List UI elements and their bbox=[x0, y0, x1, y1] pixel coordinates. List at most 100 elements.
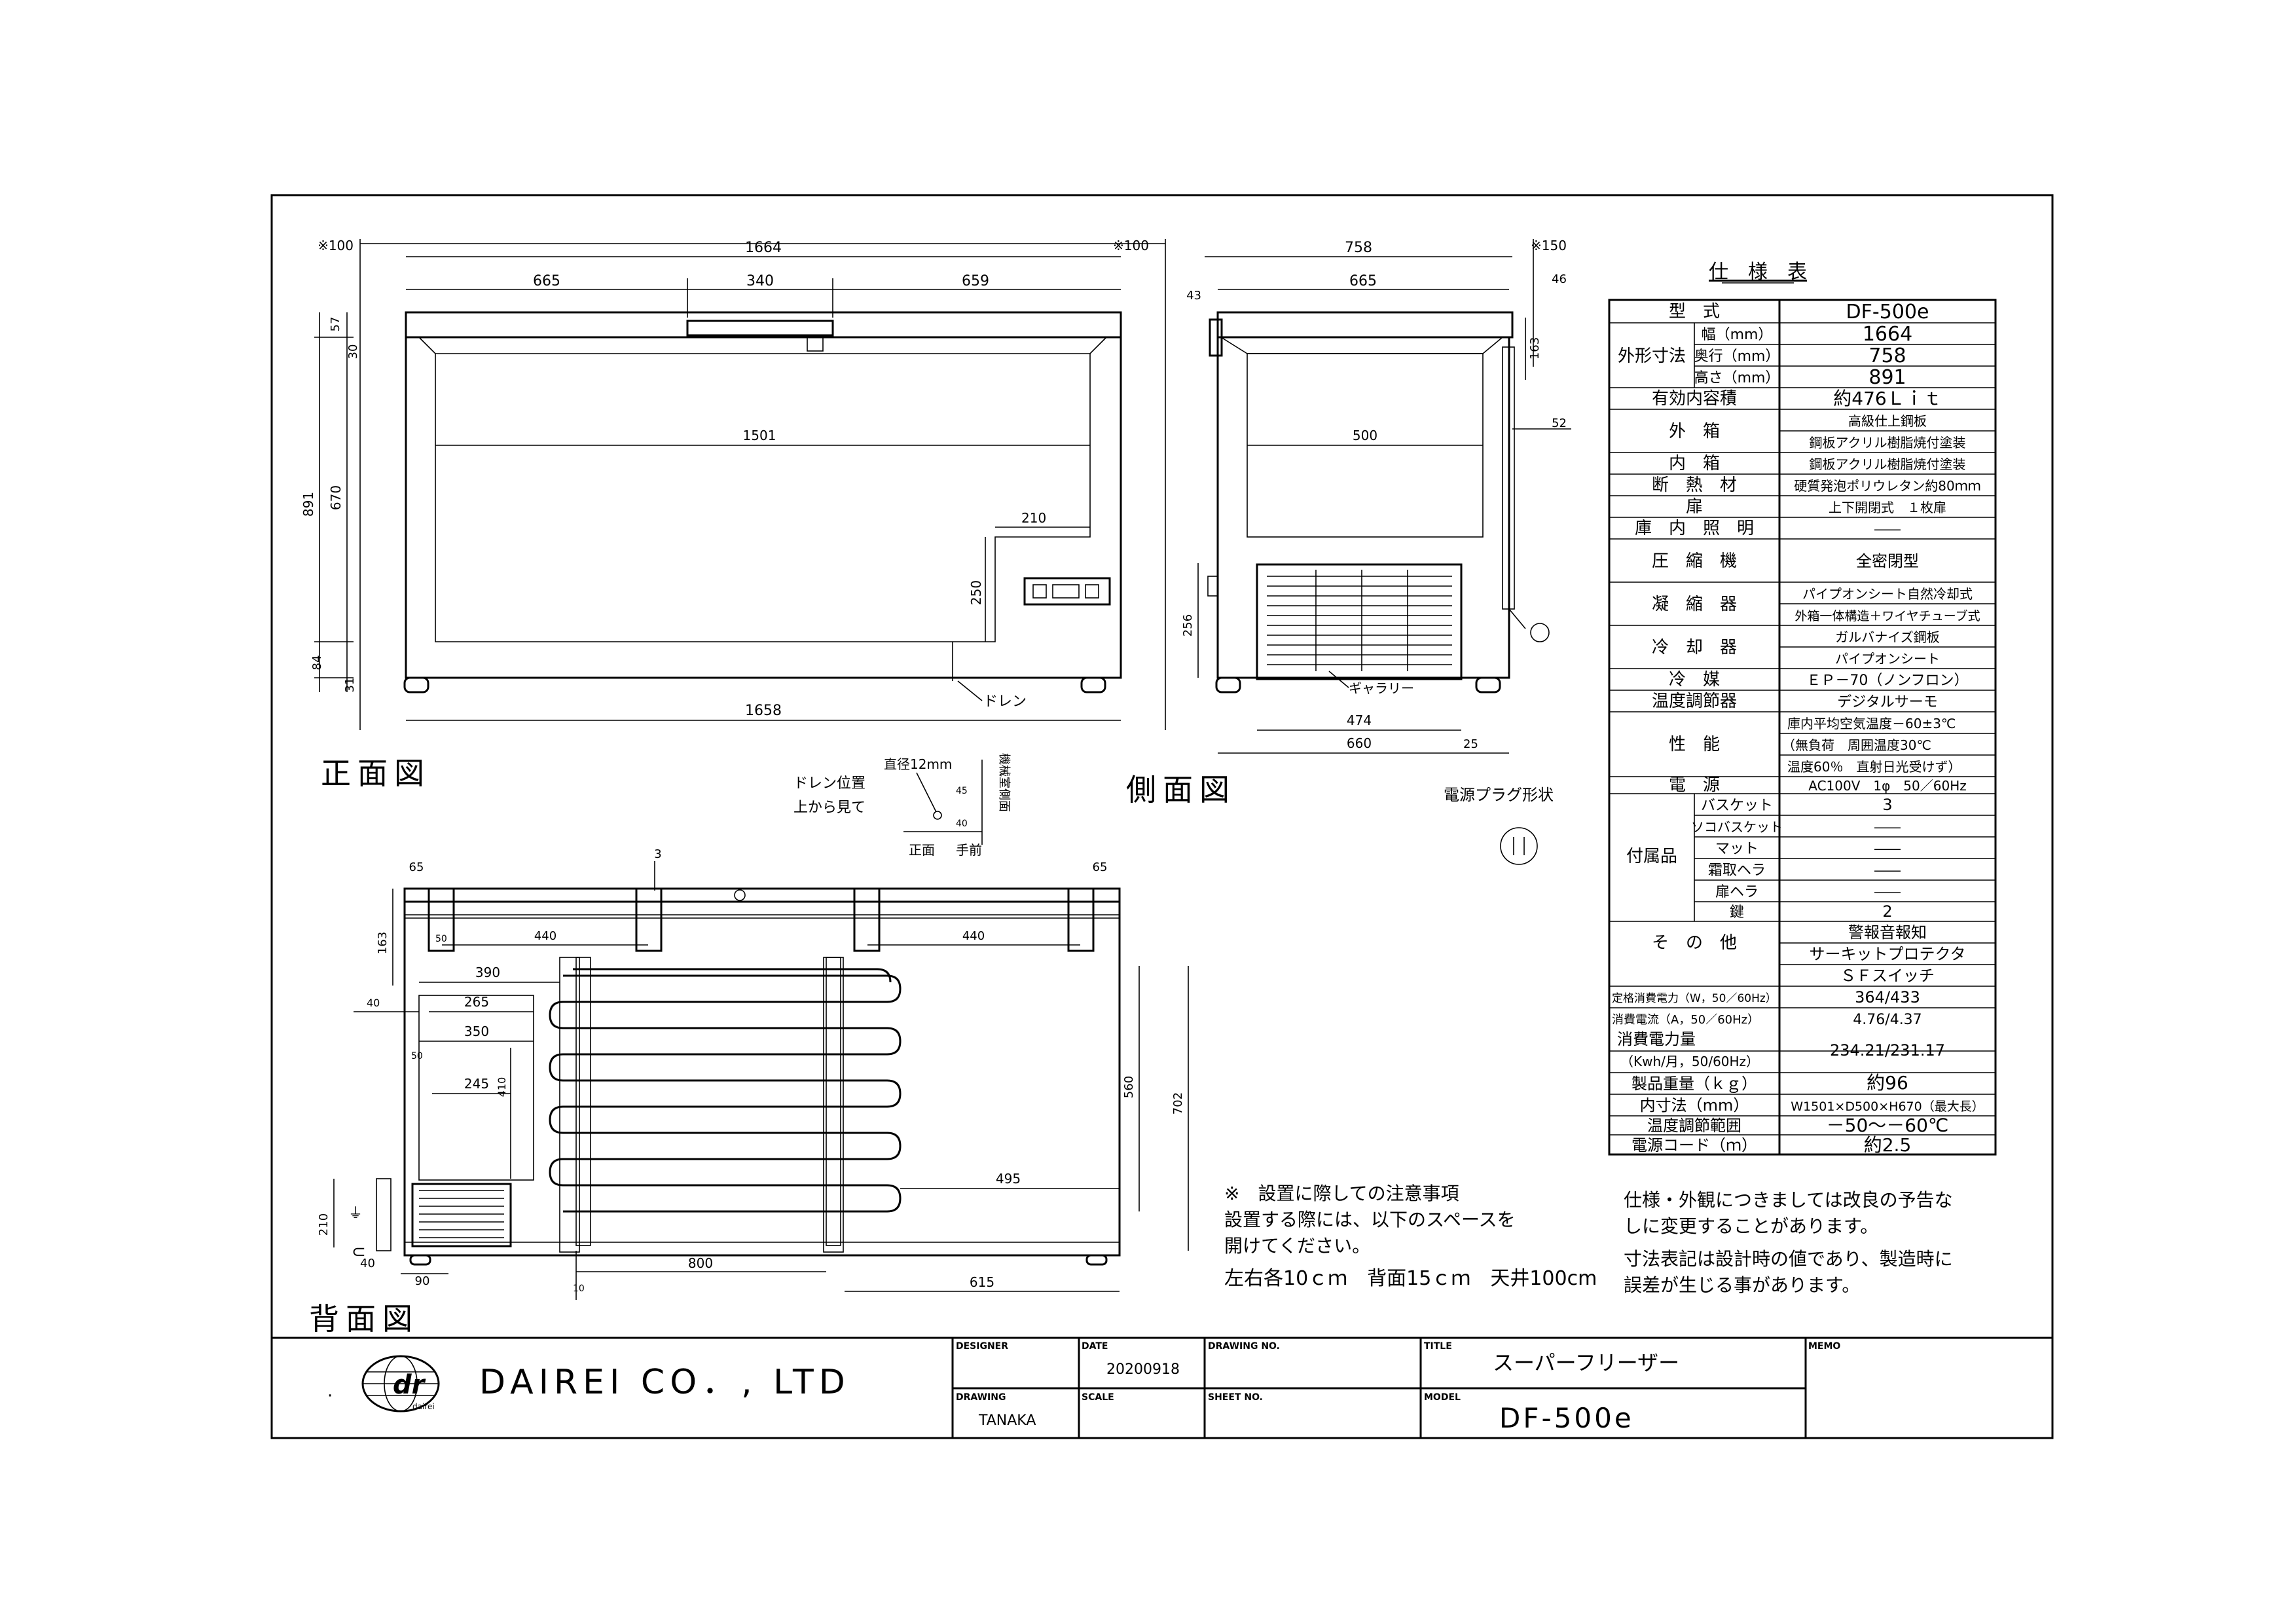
title-value: スーパーフリーザー bbox=[1493, 1350, 1679, 1375]
drain-hole-icon bbox=[933, 811, 942, 820]
condenser-coil bbox=[549, 968, 902, 1213]
dim-back-265: 265 bbox=[464, 994, 489, 1010]
dim-seg-mid: 340 bbox=[746, 273, 774, 289]
spec-weight-label: 製品重量（ｋｇ） bbox=[1631, 1075, 1757, 1093]
spec-outer-box-value-1: 高級仕上鋼板 bbox=[1848, 413, 1927, 429]
spec-temp-range-label: 温度調節範囲 bbox=[1647, 1116, 1741, 1135]
front-lid bbox=[405, 311, 1122, 339]
spec-power-label: 電 源 bbox=[1669, 775, 1720, 795]
back-view: ⏚ ⊂ 65 3 65 163 50 440 440 390 40 265 50… bbox=[309, 847, 1189, 1337]
spec-current-value: 4.76/4.37 bbox=[1853, 1012, 1922, 1028]
dim-step-height: 250 bbox=[968, 580, 984, 605]
spec-key-label: 鍵 bbox=[1730, 904, 1744, 921]
spec-other-value-2: サーキットプロテクタ bbox=[1809, 945, 1965, 963]
install-note-line-1: ※ 設置に際しての注意事項 bbox=[1224, 1183, 1459, 1204]
plug-symbol-icon bbox=[1500, 827, 1538, 865]
gallery-label: ギャラリー bbox=[1349, 680, 1414, 696]
spec-cooler-value-2: パイプオンシート bbox=[1835, 651, 1940, 667]
spec-table-title: 仕 様 表 bbox=[1709, 261, 1807, 284]
front-inner-outline bbox=[435, 354, 1091, 642]
dim-lid-height: 57 bbox=[329, 317, 342, 332]
spec-basket-value: 3 bbox=[1882, 796, 1892, 814]
back-body bbox=[403, 900, 1121, 1257]
dim-inner-depth: 500 bbox=[1353, 428, 1377, 443]
dim-back-10: 10 bbox=[573, 1283, 585, 1294]
spec-rated-power-value: 364/433 bbox=[1855, 988, 1920, 1006]
spec-rated-power-label: 定格消費電力（W，50／60Hz） bbox=[1612, 992, 1777, 1005]
date-value: 20200918 bbox=[1106, 1361, 1180, 1378]
spec-mat-label: マット bbox=[1715, 841, 1758, 857]
dim-clearance-back: ※150 bbox=[1531, 238, 1567, 253]
spec-inner-box-value: 鋼板アクリル樹脂焼付塗装 bbox=[1810, 456, 1966, 472]
dim-back-40: 40 bbox=[367, 997, 380, 1009]
spec-key-value: 2 bbox=[1882, 902, 1892, 921]
scale-label: SCALE bbox=[1082, 1392, 1114, 1403]
front-foot-right bbox=[1080, 676, 1106, 693]
drawing-value: TANAKA bbox=[978, 1412, 1036, 1429]
gallery-grille bbox=[1256, 563, 1463, 680]
dim-seg-left: 665 bbox=[533, 273, 560, 289]
back-view-title: 背面図 bbox=[309, 1301, 419, 1337]
dim-base-660: 660 bbox=[1347, 735, 1372, 751]
dim-back-800: 800 bbox=[688, 1255, 713, 1271]
spec-bottom-basket-label: ソコバスケット bbox=[1691, 819, 1783, 835]
dim-46: 46 bbox=[1552, 272, 1567, 286]
disclaimer-line-3: 寸法表記は設計時の値であり、製造時に bbox=[1624, 1248, 1953, 1270]
drawing-label: DRAWING bbox=[956, 1392, 1006, 1403]
spec-current-label: 消費電流（A，50／60Hz） bbox=[1612, 1013, 1759, 1027]
drain-detail: ドレン位置 上から見て 直径12mm 45 40 機械室側面 正面 手前 bbox=[793, 753, 1011, 858]
control-panel-icon bbox=[1023, 577, 1111, 606]
hinge-4 bbox=[1067, 887, 1095, 952]
front-lock-icon bbox=[807, 335, 824, 352]
ground-icon: ⏚ bbox=[348, 1206, 363, 1222]
spec-door-spatula-label: 扉ヘラ bbox=[1715, 884, 1758, 900]
front-view: ドレン ※100 ※100 1664 665 340 659 1501 210 … bbox=[301, 238, 1166, 791]
dim-clearance-left: ※100 bbox=[318, 238, 354, 253]
spec-cooler-label: 冷 却 器 bbox=[1652, 638, 1737, 657]
spec-performance-value-3: 温度60％ 直射日光受けず） bbox=[1787, 759, 1961, 775]
spec-capacity-label: 有効内容積 bbox=[1652, 389, 1737, 409]
dim-256: 256 bbox=[1181, 614, 1195, 637]
spec-height-label: 高さ（mm） bbox=[1694, 370, 1780, 386]
spec-condenser-value-2: 外箱一体構造＋ワイヤチューブ式 bbox=[1795, 608, 1980, 623]
dim-670: 670 bbox=[328, 485, 344, 510]
drain-front-label: 正面 bbox=[909, 842, 935, 858]
spec-outer-box-label: 外 箱 bbox=[1669, 422, 1720, 441]
spec-door-spatula-value: ―― bbox=[1874, 884, 1901, 900]
disclaimer: 仕様・外観につきましては改良の予告な しに変更することがあります。 寸法表記は設… bbox=[1624, 1189, 1953, 1296]
dim-back-210: 210 bbox=[317, 1213, 331, 1236]
hinge-2 bbox=[635, 887, 663, 952]
dim-back-40-bottom: 40 bbox=[360, 1257, 375, 1270]
logo-mark: dr bbox=[393, 1370, 426, 1400]
dim-clearance-right: ※100 bbox=[1113, 238, 1149, 253]
front-body bbox=[405, 336, 1122, 679]
dim-inner-width: 1501 bbox=[743, 428, 776, 443]
dim-seg-right: 659 bbox=[962, 273, 989, 289]
spec-energy-value: 234.21/231.17 bbox=[1830, 1041, 1945, 1060]
dim-31: 31 bbox=[343, 678, 357, 693]
spec-frost-label: 霜取ヘラ bbox=[1708, 862, 1766, 879]
dim-back-50-top: 50 bbox=[435, 934, 447, 944]
spec-refrigerant-label: 冷 媒 bbox=[1669, 670, 1720, 690]
disclaimer-line-4: 誤差が生じる事があります。 bbox=[1624, 1274, 1860, 1296]
dim-back-702: 702 bbox=[1171, 1092, 1185, 1115]
drain-diameter: 直径12mm bbox=[884, 756, 952, 772]
drain-label: ドレン bbox=[983, 693, 1027, 710]
spec-model-label: 型 式 bbox=[1669, 302, 1720, 322]
dim-back-65-left: 65 bbox=[409, 860, 424, 874]
dim-back-390: 390 bbox=[475, 965, 500, 980]
plug-shape: 電源プラグ形状 bbox=[1444, 786, 1554, 865]
plug-title: 電源プラグ形状 bbox=[1444, 786, 1554, 804]
dim-back-50: 50 bbox=[411, 1051, 423, 1061]
back-lid bbox=[403, 887, 1121, 903]
dim-84: 84 bbox=[310, 655, 324, 671]
dim-depth-665: 665 bbox=[1349, 273, 1377, 289]
spec-door-value: 上下開閉式 １枚扉 bbox=[1829, 500, 1946, 515]
dim-back-615: 615 bbox=[970, 1274, 994, 1290]
drawing-no-label: DRAWING NO. bbox=[1208, 1341, 1280, 1352]
spec-refrigerant-value: ＥＰ－70（ノンフロン） bbox=[1806, 673, 1968, 689]
front-foot-left bbox=[403, 676, 429, 693]
disclaimer-line-2: しに変更することがあります。 bbox=[1624, 1215, 1878, 1237]
spec-other-label: そ の 他 bbox=[1652, 933, 1737, 953]
